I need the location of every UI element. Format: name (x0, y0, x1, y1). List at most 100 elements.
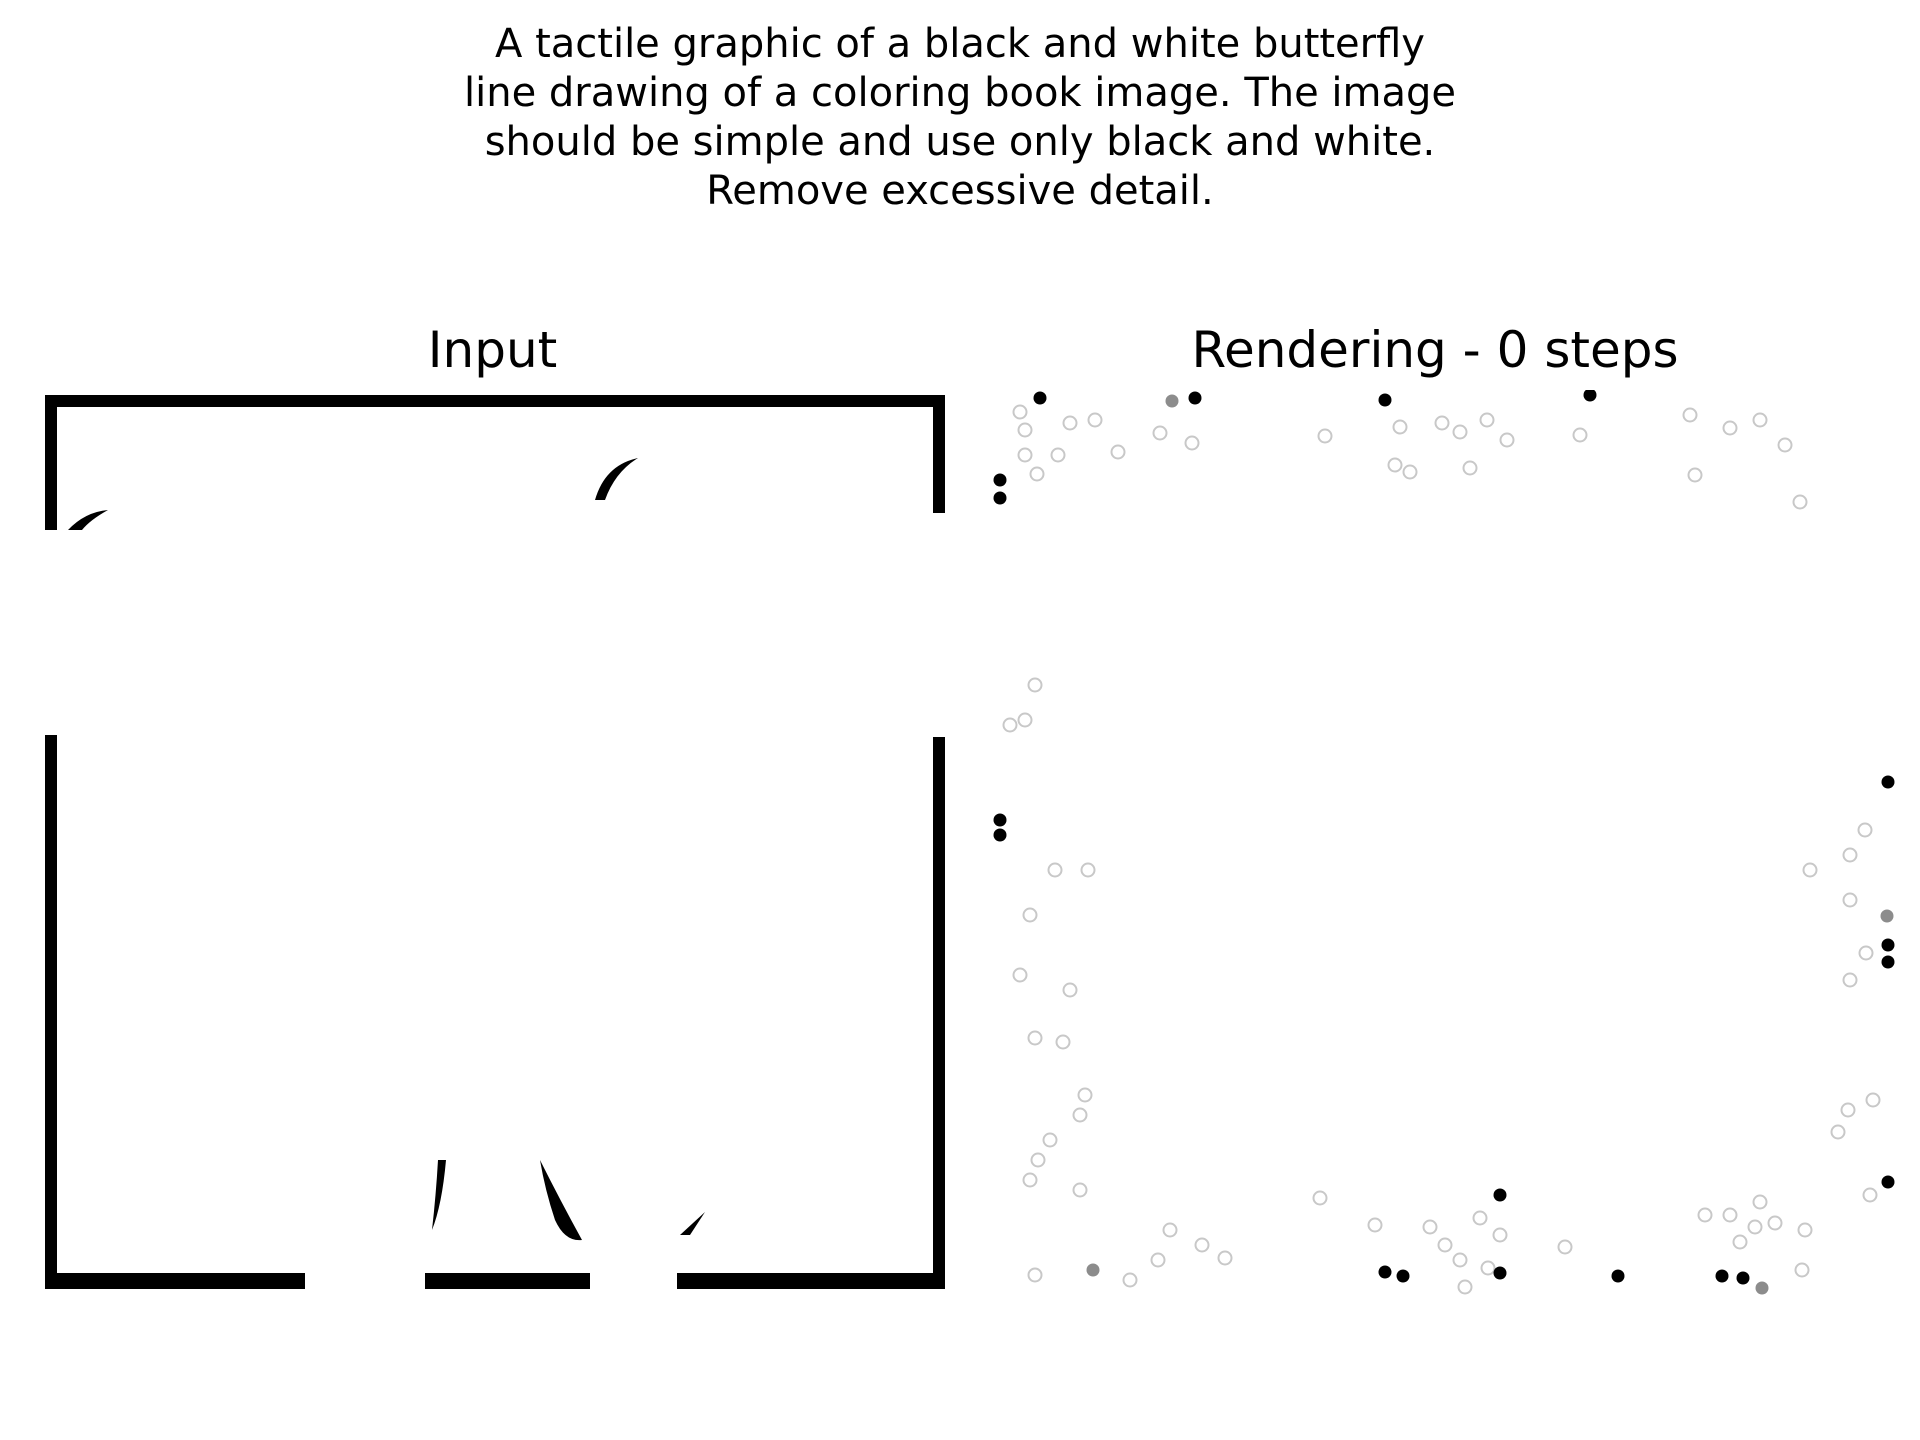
faint-dot (1072, 1182, 1088, 1198)
caption-line-3: should be simple and use only black and … (484, 119, 1436, 165)
faint-dot (1865, 1092, 1881, 1108)
rendering-image (990, 390, 1900, 1300)
faint-dot (1072, 1107, 1088, 1123)
faint-dot (1752, 1194, 1768, 1210)
faint-dot (1499, 432, 1515, 448)
faint-dot (1682, 407, 1698, 423)
faint-dot (1367, 1217, 1383, 1233)
faint-dot (1062, 982, 1078, 998)
input-frame-left-lower (45, 735, 57, 1283)
black-dot (1715, 1269, 1729, 1283)
faint-dot (1732, 1234, 1748, 1250)
caption-line-1: A tactile graphic of a black and white b… (495, 21, 1425, 67)
faint-dot (1722, 420, 1738, 436)
faint-dot (1312, 1190, 1328, 1206)
input-frame-left-upper (45, 395, 57, 530)
input-frame-bottom-middle (425, 1273, 590, 1289)
input-panel-title: Input (427, 321, 558, 379)
faint-dot (1077, 1087, 1093, 1103)
faint-dot (1792, 494, 1808, 510)
faint-dot (1797, 1222, 1813, 1238)
input-image (40, 390, 950, 1300)
faint-dot (1027, 1030, 1043, 1046)
rendering-background (990, 390, 1900, 1300)
faint-dot (1830, 1124, 1846, 1140)
faint-dot (1022, 1172, 1038, 1188)
butterfly-body-fragment-left (432, 1160, 446, 1230)
faint-dot (1452, 1252, 1468, 1268)
faint-dot (1017, 422, 1033, 438)
faint-dot (1422, 1219, 1438, 1235)
butterfly-body-fragment-right (540, 1160, 582, 1241)
faint-dot (1457, 1279, 1473, 1295)
faint-dot (1062, 415, 1078, 431)
faint-dot (1697, 1207, 1713, 1223)
black-dot (1583, 390, 1597, 402)
faint-dot (1047, 862, 1063, 878)
faint-dot (1194, 1237, 1210, 1253)
faint-dot (1858, 945, 1874, 961)
faint-dot (1492, 1227, 1508, 1243)
black-dot (1611, 1269, 1625, 1283)
faint-dot (1022, 907, 1038, 923)
input-image-canvas (40, 390, 950, 1300)
faint-dot (1572, 427, 1588, 443)
black-dot (1736, 1271, 1750, 1285)
faint-dot (1479, 412, 1495, 428)
gray-dot (1755, 1281, 1769, 1295)
faint-dot (1162, 1222, 1178, 1238)
faint-dot (1434, 415, 1450, 431)
faint-dot (1462, 460, 1478, 476)
faint-dot (1402, 464, 1418, 480)
caption-line-4: Remove excessive detail. (706, 168, 1214, 214)
butterfly-antenna-fragment (595, 458, 638, 500)
input-frame-right-upper (933, 395, 945, 513)
faint-dot (1437, 1237, 1453, 1253)
faint-dot (1030, 1152, 1046, 1168)
black-dot (1881, 938, 1895, 952)
black-dot (993, 491, 1007, 505)
faint-dot (1794, 1262, 1810, 1278)
faint-dot (1217, 1250, 1233, 1266)
faint-dot (1767, 1215, 1783, 1231)
faint-dot (1027, 1267, 1043, 1283)
caption-line-2: line drawing of a coloring book image. T… (463, 70, 1457, 116)
faint-dot (1387, 457, 1403, 473)
black-dot (993, 473, 1007, 487)
input-frame-right-lower (933, 737, 945, 1283)
caption: A tactile graphic of a black and white b… (0, 20, 1920, 216)
faint-dot (1842, 972, 1858, 988)
faint-dot (1862, 1187, 1878, 1203)
faint-dot (1122, 1272, 1138, 1288)
faint-dot (1392, 419, 1408, 435)
faint-dot (1752, 412, 1768, 428)
faint-dot (1017, 712, 1033, 728)
faint-dot (1842, 892, 1858, 908)
input-frame-bottom-left (45, 1273, 305, 1289)
faint-dot (1317, 428, 1333, 444)
faint-dot (1802, 862, 1818, 878)
faint-dot (1472, 1210, 1488, 1226)
faint-dot (1110, 444, 1126, 460)
faint-dot (1747, 1219, 1763, 1235)
black-dot (1881, 775, 1895, 789)
faint-dot (1857, 822, 1873, 838)
faint-dot (1042, 1132, 1058, 1148)
faint-dot (1002, 717, 1018, 733)
rendering-panel-title: Rendering - 0 steps (1191, 321, 1679, 379)
black-dot (1493, 1266, 1507, 1280)
faint-dot (1687, 467, 1703, 483)
black-dot (993, 828, 1007, 842)
faint-dot (1080, 862, 1096, 878)
faint-dot (1027, 677, 1043, 693)
faint-dot (1840, 1102, 1856, 1118)
faint-dot (1722, 1207, 1738, 1223)
input-background (40, 390, 950, 1300)
black-dot (1033, 391, 1047, 405)
gray-dot (1086, 1263, 1100, 1277)
faint-dot (1050, 447, 1066, 463)
black-dot (1881, 955, 1895, 969)
black-dot (1188, 391, 1202, 405)
input-frame-bottom-right (677, 1273, 945, 1289)
black-dot (1881, 1175, 1895, 1189)
